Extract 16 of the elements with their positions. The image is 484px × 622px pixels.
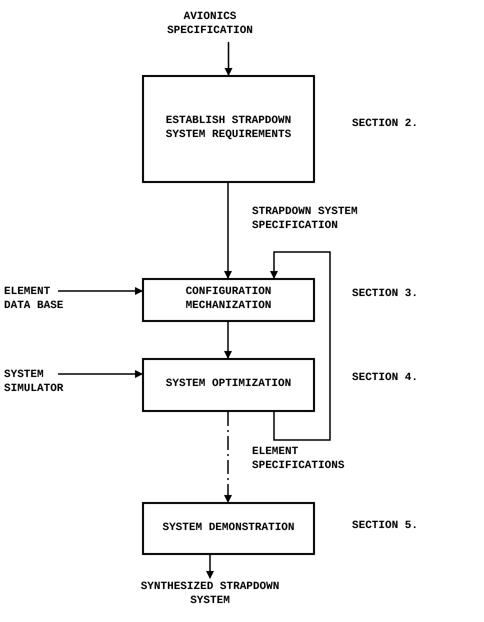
arrow (206, 555, 214, 579)
arrow (58, 370, 143, 378)
arrow (270, 251, 331, 441)
arrow (224, 42, 232, 76)
input-text: AVIONICS SPECIFICATION (150, 8, 270, 42)
process-box: SYSTEM OPTIMIZATION (142, 358, 315, 412)
process-box: SYSTEM DEMONSTRATION (142, 502, 315, 555)
process-box: CONFIGURATION MECHANIZATION (142, 278, 315, 322)
input-text: SYNTHESIZED STRAPDOWN SYSTEM (120, 578, 300, 612)
arrow (224, 183, 232, 279)
arrow (58, 287, 143, 295)
arrow (224, 322, 232, 359)
input-text: ELEMENT DATA BASE (4, 283, 76, 317)
dashed-arrow (224, 412, 232, 503)
process-box: ESTABLISH STRAPDOWN SYSTEM REQUIREMENTS (142, 75, 315, 183)
input-text: SYSTEM SIMULATOR (4, 366, 90, 400)
